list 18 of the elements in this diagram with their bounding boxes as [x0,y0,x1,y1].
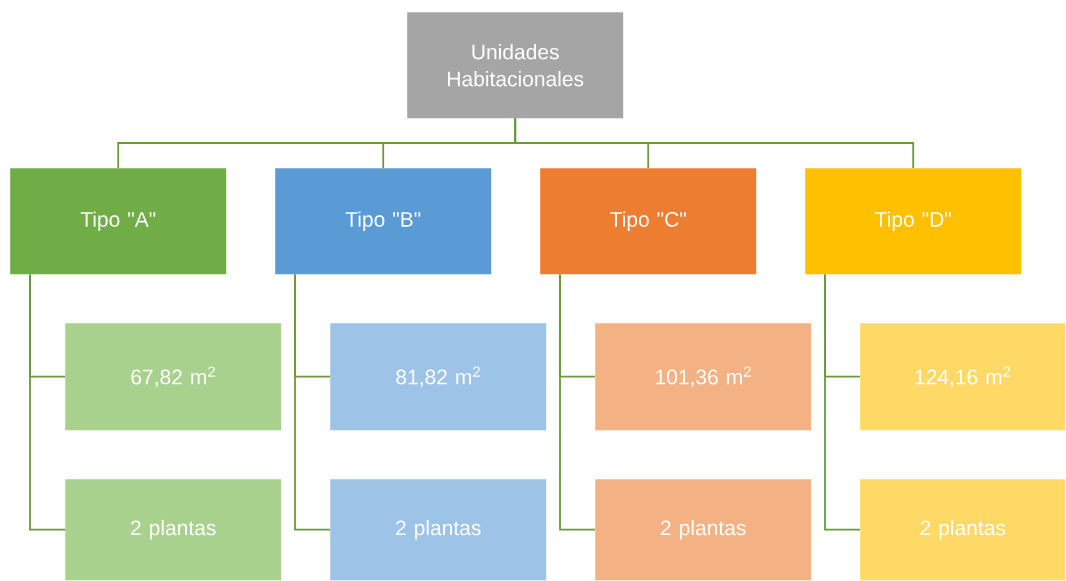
type-box: Tipo "B" [275,168,492,275]
connector-line [559,273,596,531]
type-box: Tipo "A" [10,168,227,275]
type-box: Tipo "C" [540,168,757,275]
connector-line [294,273,331,531]
info-box: 101,36 m$^{2}$ [595,323,812,431]
connector-line [514,117,915,169]
info-box: 2 plantas [330,479,547,581]
connector-line [29,273,66,531]
connector-line [824,273,861,531]
type-box: Tipo "D" [805,168,1022,275]
info-box: 124,16 m$^{2}$ [860,323,1066,431]
root-box: Unidades Habitacionales [407,12,624,119]
info-box: 81,82 m$^{2}$ [330,323,547,431]
info-box: 2 plantas [65,479,282,581]
info-box: 2 plantas [860,479,1066,581]
info-box: 67,82 m$^{2}$ [65,323,282,431]
info-box: 2 plantas [595,479,812,581]
